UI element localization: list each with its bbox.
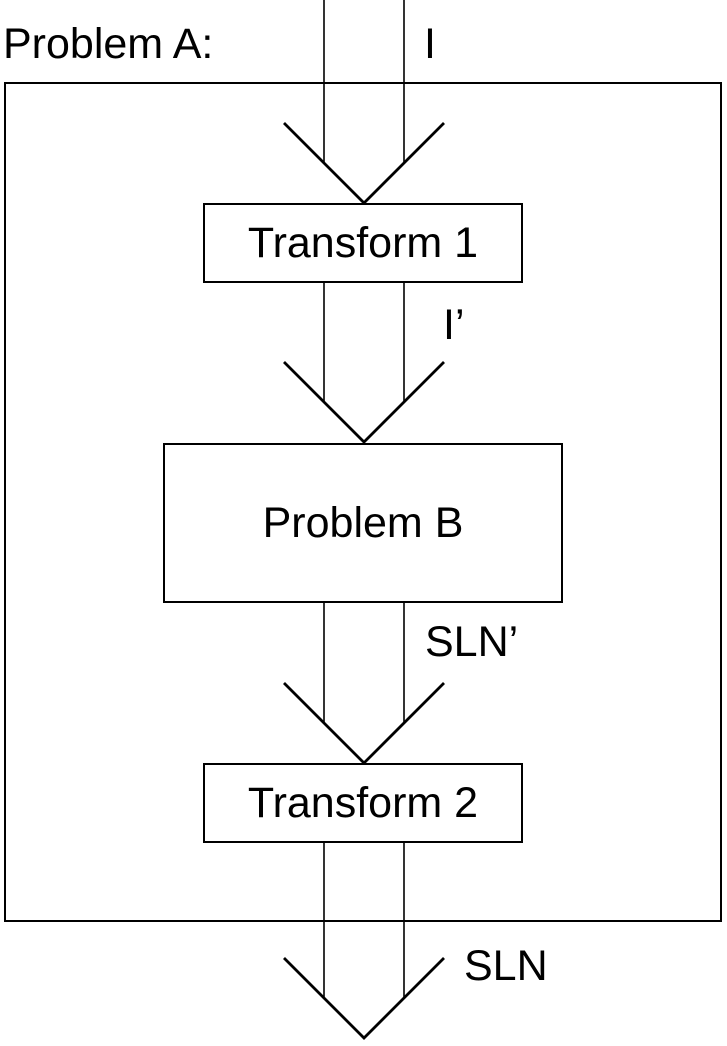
problem-a-boundary-box <box>4 82 722 922</box>
intermediate-input-label: I’ <box>443 301 465 349</box>
transform-2-box: Transform 2 <box>203 763 523 843</box>
input-label: I <box>424 20 436 68</box>
problem-b-label: Problem B <box>262 498 464 547</box>
transform-2-label: Transform 2 <box>247 778 479 827</box>
transform-1-box: Transform 1 <box>203 203 523 283</box>
arrow2-arrowhead-icon <box>283 361 445 444</box>
solution-label: SLN <box>464 942 548 990</box>
transform-1-label: Transform 1 <box>247 218 479 267</box>
diagram-title: Problem A: <box>3 20 214 68</box>
intermediate-solution-label: SLN’ <box>425 618 519 666</box>
problem-b-box: Problem B <box>163 443 563 603</box>
transform1-to-problem-b-arrow <box>283 283 445 444</box>
output-arrowhead-icon <box>283 957 445 1040</box>
